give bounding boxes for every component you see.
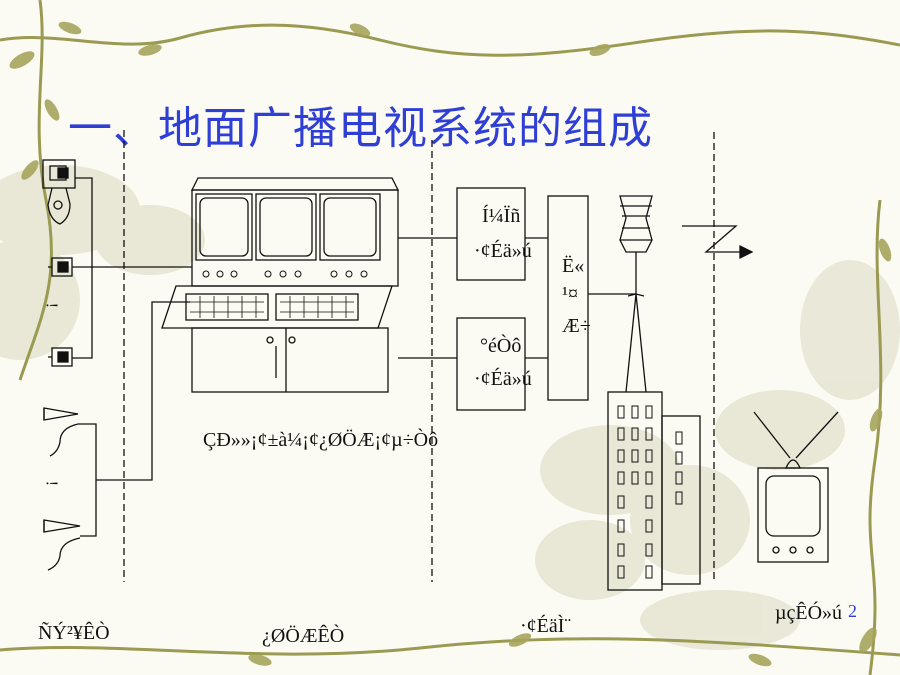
- section-label-control: ¿ØÖÆÊÒ: [262, 625, 345, 647]
- studio-camera-3-icon: [48, 347, 73, 367]
- section-dividers: [123, 130, 715, 582]
- ellipsis-marks: ¡­ ¡­: [41, 303, 58, 486]
- section-label-transmit: ·¢ÉäÌ¨: [520, 615, 572, 637]
- console-output-wiring: [398, 237, 457, 359]
- flower-watermark: [0, 165, 900, 650]
- vine-leaves: [9, 21, 892, 667]
- camera-ellipsis: ¡­: [41, 303, 58, 308]
- image-transmitter-line1: Í¼Ïñ: [482, 204, 520, 227]
- radio-wave-icon: [682, 225, 754, 260]
- section-label-receive: µçÊÓ»ú: [775, 602, 843, 624]
- studio-camera-1-icon: [42, 159, 76, 225]
- page-number: 2: [848, 601, 857, 621]
- slide-title: 一、地面广播电视系统的组成: [68, 103, 653, 154]
- transmit-antenna-icon: [588, 195, 653, 393]
- section-label-source: ÑÝ²¥ÊÒ: [38, 622, 110, 644]
- diplexer-box: [525, 195, 589, 401]
- image-transmitter-line2: ·¢Éä»ú: [474, 239, 532, 262]
- diplexer-line2: ¹¤: [562, 283, 578, 305]
- television-set-icon: [753, 411, 839, 563]
- microphone-2-icon: [43, 519, 81, 571]
- sound-transmitter-box: [456, 317, 526, 411]
- sound-transmitter-line2: ·¢Éä»ú: [474, 367, 532, 390]
- diplexer-line1: Ë«: [562, 254, 584, 277]
- source-wiring: [72, 177, 192, 537]
- transmission-building-icon: [607, 391, 701, 591]
- microphone-1-icon: [43, 407, 79, 457]
- console-caption: ÇÐ»»¡¢±à¼­¡¢¿ØÖÆ¡¢µ÷Òô: [203, 427, 438, 451]
- mic-ellipsis: ¡­: [41, 481, 58, 486]
- diplexer-line3: Æ÷: [562, 315, 591, 337]
- control-console-icon: [161, 177, 400, 393]
- sound-transmitter-line1: °éÒô: [480, 333, 521, 357]
- studio-camera-2-icon: [48, 257, 73, 277]
- image-transmitter-box: [456, 187, 526, 281]
